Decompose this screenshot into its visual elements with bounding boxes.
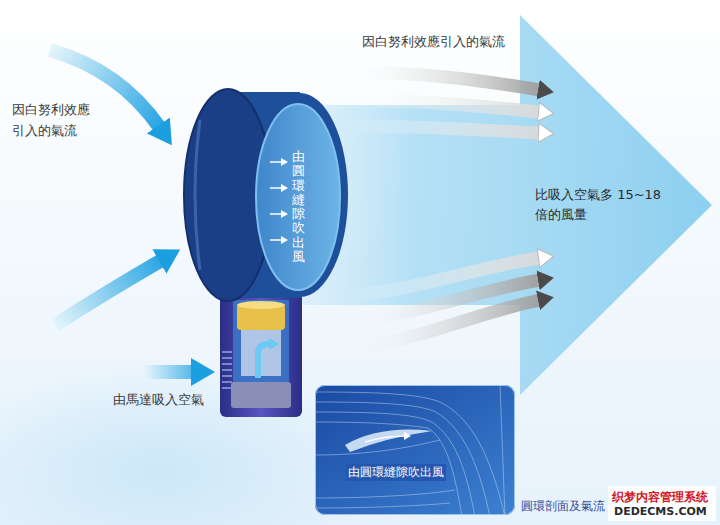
- watermark: 织梦内容管理系统: [612, 489, 708, 506]
- vertical-label: 由圓環縫隙吹出風: [292, 150, 305, 264]
- airflow-label: 因白努利效應引入的氣流: [362, 33, 505, 51]
- ring-outlet: 由圓環縫隙吹出風: [290, 148, 307, 267]
- panel-label: 由圓環縫隙吹出風: [346, 464, 446, 481]
- intake-label: 由馬達吸入空氣: [113, 391, 204, 409]
- airflow-label: 因白努利效應 引入的氣流: [12, 100, 98, 142]
- airflow-note: 比吸入空氣多 15~18 倍的風量: [535, 185, 670, 225]
- watermark: DEDECMS.COM: [614, 505, 707, 518]
- airflow-arrow: 比吸入空氣多 15~18 倍的風量: [532, 182, 673, 229]
- cross-section-panel: 由圓環縫隙吹出風圓環剖面及氣流: [315, 385, 515, 515]
- panel-caption: 圓環剖面及氣流: [521, 498, 605, 515]
